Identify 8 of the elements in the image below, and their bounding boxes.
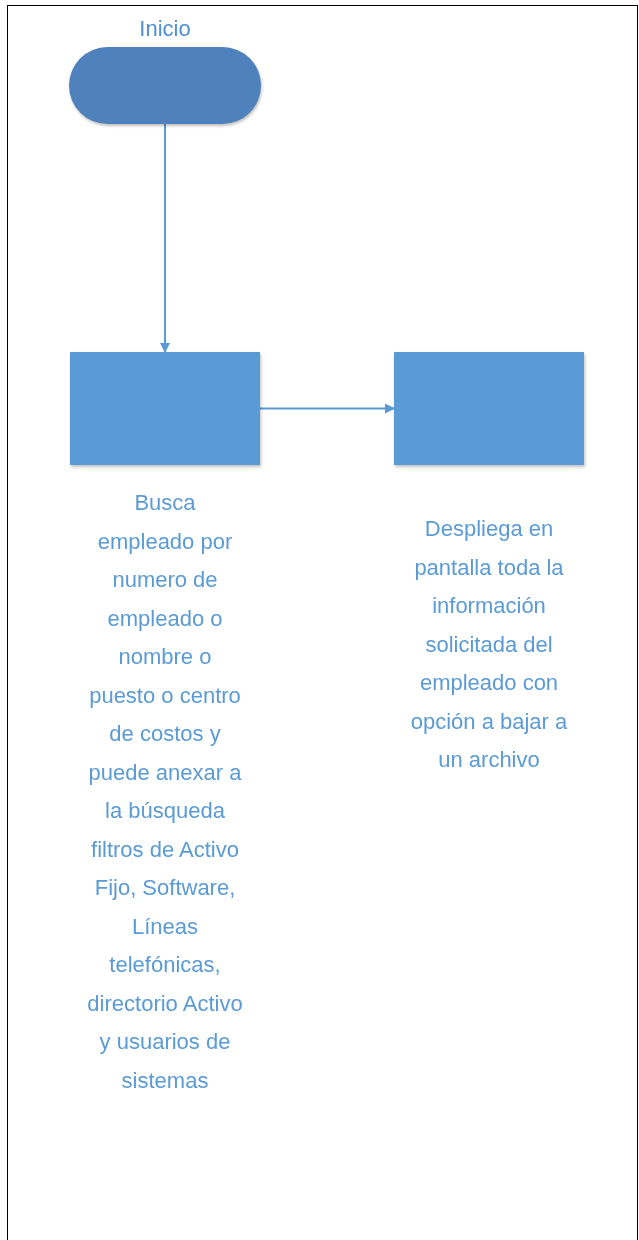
- arrow: [160, 123, 170, 353]
- process-box: [70, 352, 260, 465]
- process-box: [394, 352, 584, 465]
- arrow: [259, 403, 395, 414]
- step-description: Despliega en pantalla toda la información solicitada del empleado con opción a bajar a un archivo: [409, 515, 569, 774]
- step-description: Busca empleado por numero de empleado o nombre o puesto o centro de costos y puede anexar a la búsqueda filtros de Activo Fijo, Software, Líneas telefónicas, directorio Activo y usuarios de sistemas: [86, 489, 244, 1095]
- terminal-label: Inicio: [138, 16, 192, 42]
- start-terminal: [69, 47, 261, 124]
